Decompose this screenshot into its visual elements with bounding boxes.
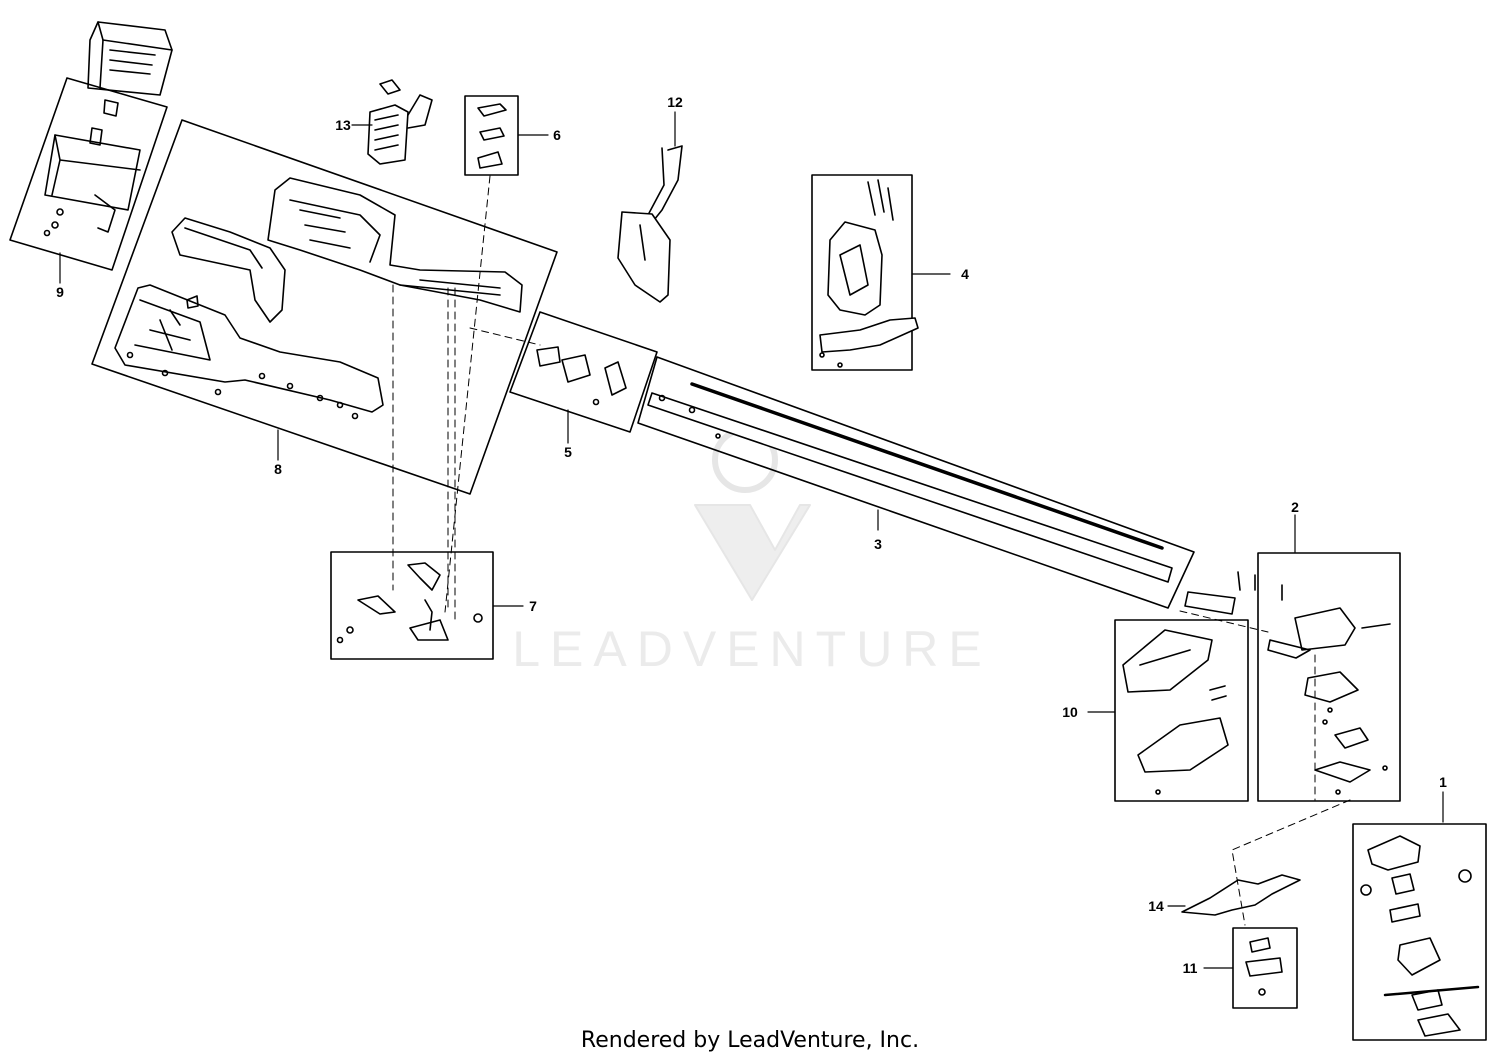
handle-housing-left bbox=[114, 284, 384, 420]
callout-14: 14 bbox=[1148, 898, 1164, 914]
callout-labels: 1 2 3 4 5 6 7 8 9 10 11 12 13 14 bbox=[56, 94, 1447, 976]
group-10-frame bbox=[1114, 619, 1249, 802]
callout-5: 5 bbox=[564, 444, 572, 460]
switch-module bbox=[367, 79, 433, 165]
group-4-frame bbox=[811, 174, 913, 371]
callout-8: 8 bbox=[274, 461, 282, 477]
group-6-parts bbox=[477, 103, 507, 169]
shoulder-strap bbox=[617, 145, 683, 303]
callout-6: 6 bbox=[553, 127, 561, 143]
trigger-parts bbox=[336, 562, 483, 644]
group-3-frame bbox=[637, 356, 1195, 609]
group-8-frame bbox=[91, 119, 558, 495]
watermark-text: LEADVENTURE bbox=[512, 621, 992, 677]
drive-shaft bbox=[647, 382, 1173, 583]
group-1-frame bbox=[1352, 823, 1487, 1041]
group-6-frame bbox=[464, 95, 519, 176]
callout-11: 11 bbox=[1183, 960, 1198, 976]
group-11-parts bbox=[1245, 937, 1283, 996]
leader-lines bbox=[59, 111, 1444, 969]
callout-2: 2 bbox=[1291, 499, 1299, 515]
battery-pack bbox=[87, 21, 173, 96]
cutting-blade bbox=[1181, 874, 1301, 916]
handle-cover bbox=[171, 217, 286, 323]
group-2-frame bbox=[1257, 552, 1401, 802]
callout-9: 9 bbox=[56, 284, 64, 300]
callout-4: 4 bbox=[961, 266, 969, 282]
group-9-frame-box bbox=[9, 77, 168, 271]
callout-3: 3 bbox=[874, 536, 882, 552]
assembly-dash-lines bbox=[392, 175, 1351, 926]
watermark-logo bbox=[694, 427, 811, 601]
callout-7: 7 bbox=[529, 598, 537, 614]
group-9-frame bbox=[0, 0, 1, 1]
callout-13: 13 bbox=[335, 117, 351, 133]
auxiliary-handle bbox=[819, 179, 919, 368]
coupling-parts bbox=[536, 346, 627, 406]
callout-10: 10 bbox=[1062, 704, 1078, 720]
footer-credit: Rendered by LeadVenture, Inc. bbox=[580, 1028, 920, 1053]
group-7-frame bbox=[330, 551, 494, 660]
trimmer-head-parts bbox=[1360, 835, 1480, 1037]
handle-housing-right bbox=[267, 177, 523, 313]
callout-1: 1 bbox=[1439, 774, 1447, 790]
motor-head-parts bbox=[1184, 571, 1391, 795]
battery-housing bbox=[43, 99, 141, 237]
group-5-frame bbox=[509, 311, 658, 433]
guard-parts bbox=[1122, 629, 1229, 795]
callout-12: 12 bbox=[667, 94, 683, 110]
